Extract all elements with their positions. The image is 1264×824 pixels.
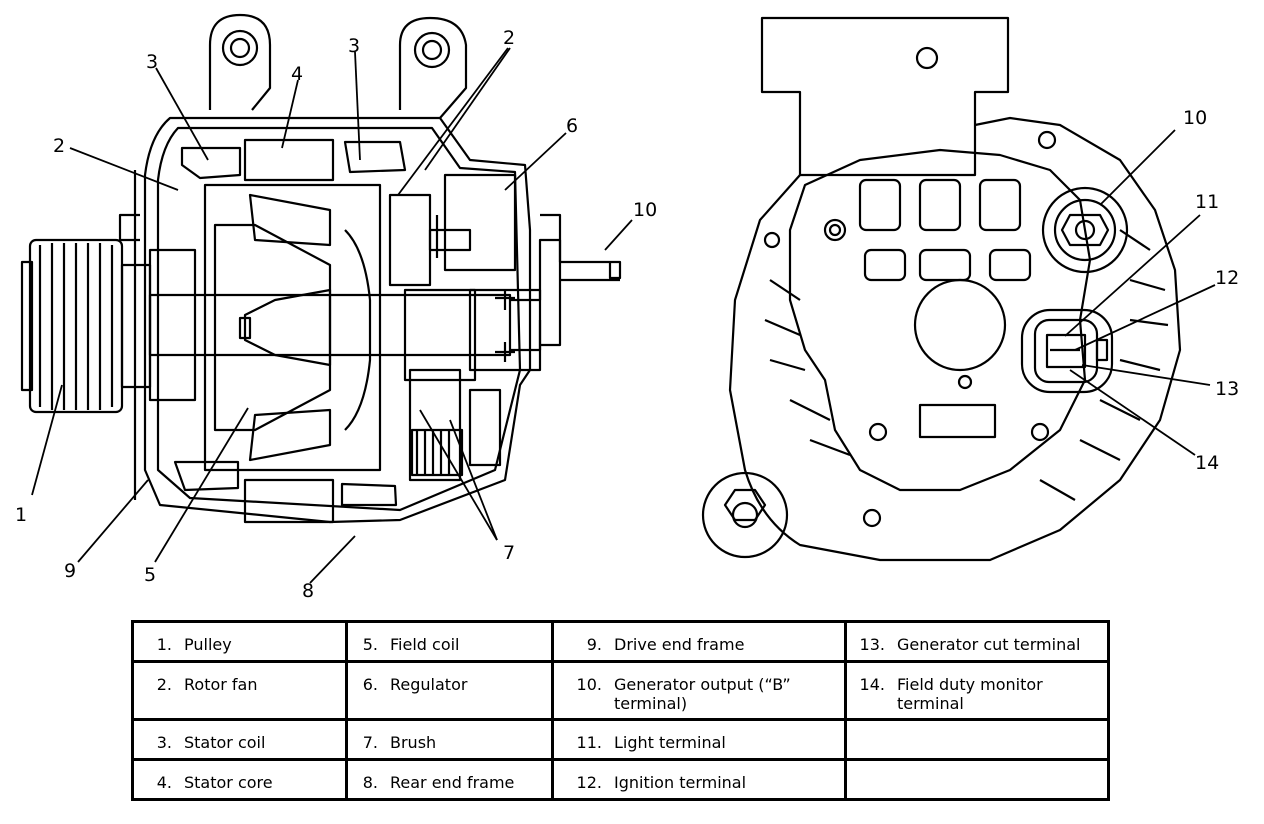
legend-number: 6.: [362, 675, 378, 694]
legend-number: 5.: [362, 635, 378, 654]
callout-12: 12: [1215, 267, 1239, 289]
callout-10-left: 10: [633, 199, 657, 221]
legend-label: Rotor fan: [184, 675, 258, 694]
legend-cell: [844, 718, 1110, 761]
legend-cell: 1. Pulley: [131, 620, 348, 663]
legend-label: Pulley: [184, 635, 232, 654]
legend-row: 4. Stator core 8. Rear end frame 12. Igniti…: [131, 758, 1110, 801]
legend-cell: 5. Field coil: [345, 620, 554, 663]
callout-11: 11: [1195, 191, 1219, 213]
legend-label: Field duty monitor terminal: [897, 675, 1043, 713]
legend-number: 10.: [576, 675, 602, 694]
leader-lines: [31, 47, 1216, 584]
legend-number: 4.: [156, 773, 172, 792]
legend-cell: 11. Light terminal: [551, 718, 847, 761]
alternator-section-view: [20, 13, 622, 524]
legend-label: Generator cut terminal: [897, 635, 1081, 654]
callout-4: 4: [291, 63, 303, 85]
legend-label: Field coil: [390, 635, 460, 654]
alternator-rear-view: [701, 16, 1182, 562]
callout-3-left: 3: [146, 51, 158, 73]
callout-labels: 3 4 3 2 2 6 10 1 9 5 8 7 10 11 12 13 14: [15, 27, 1239, 602]
legend-cell: 13. Generator cut terminal: [844, 620, 1110, 663]
legend-label: Stator core: [184, 773, 273, 792]
callout-7: 7: [503, 542, 515, 564]
legend-cell: 3. Stator coil: [131, 718, 348, 761]
legend-cell: 2. Rotor fan: [131, 660, 348, 721]
legend-cell: 7. Brush: [345, 718, 554, 761]
legend-number: 11.: [576, 733, 602, 752]
legend-cell: 14. Field duty monitor terminal: [844, 660, 1110, 721]
legend-cell: [844, 758, 1110, 801]
legend-label: Drive end frame: [614, 635, 745, 654]
legend-label: Light terminal: [614, 733, 726, 752]
legend-number: 12.: [576, 773, 602, 792]
legend-cell: 4. Stator core: [131, 758, 348, 801]
legend-number: 13.: [859, 635, 885, 654]
legend-cell: 12. Ignition terminal: [551, 758, 847, 801]
callout-2-left: 2: [53, 135, 65, 157]
legend-cell: 9. Drive end frame: [551, 620, 847, 663]
callout-13: 13: [1215, 378, 1239, 400]
legend-row: 3. Stator coil 7. Brush 11. Light terminal: [131, 718, 1110, 761]
legend-row: 2. Rotor fan 6. Regulator 10. Generator out…: [131, 660, 1110, 721]
callout-5: 5: [144, 564, 156, 586]
legend-label: Regulator: [390, 675, 468, 694]
legend-number: 2.: [156, 675, 172, 694]
pulley: [20, 238, 152, 414]
legend-number: 8.: [362, 773, 378, 792]
legend-cell: 10. Generator output (“B” terminal): [551, 660, 847, 721]
legend-label: Brush: [390, 733, 437, 752]
legend-number: 3.: [156, 733, 172, 752]
legend-cell: 8. Rear end frame: [345, 758, 554, 801]
legend-label: Stator coil: [184, 733, 266, 752]
callout-6: 6: [566, 115, 578, 137]
alternator-diagram: 3 4 3 2 2 6 10 1 9 5 8 7 10 11 12 13 14: [15, 13, 1239, 602]
callout-3-right: 3: [348, 35, 360, 57]
legend-number: 7.: [362, 733, 378, 752]
legend-table: 1.Pulley 5.Field coil 9.Drive end frame …: [131, 620, 1110, 801]
legend-label: Rear end frame: [390, 773, 515, 792]
callout-8: 8: [302, 580, 314, 602]
callout-1: 1: [15, 504, 27, 526]
legend-label: Generator output (“B” terminal): [614, 675, 791, 713]
callout-14: 14: [1195, 452, 1219, 474]
legend-cell: 6. Regulator: [345, 660, 554, 721]
legend-row: 1.Pulley 5.Field coil 9.Drive end frame …: [131, 620, 1110, 663]
legend-number: 1.: [156, 635, 172, 654]
legend-number: 14.: [859, 675, 885, 694]
callout-2-top: 2: [503, 27, 515, 49]
callout-9: 9: [64, 560, 76, 582]
legend-number: 9.: [586, 635, 602, 654]
legend-label: Ignition terminal: [614, 773, 747, 792]
callout-10-right: 10: [1183, 107, 1207, 129]
